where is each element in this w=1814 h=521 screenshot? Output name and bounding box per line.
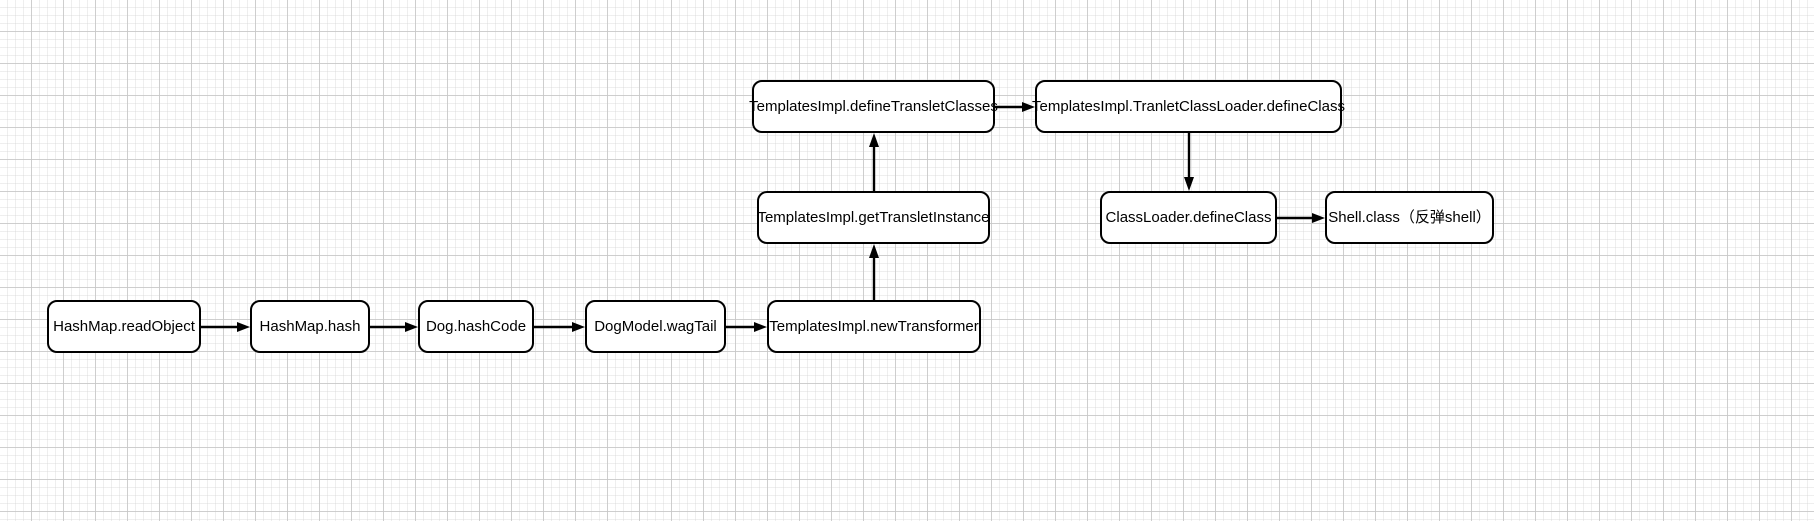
- node-label: Dog.hashCode: [425, 317, 527, 335]
- node-label: Shell.class（反弹shell）: [1328, 208, 1491, 226]
- node-label: ClassLoader.defineClass: [1105, 208, 1272, 226]
- node-label: HashMap.readObject: [53, 317, 195, 335]
- node-label: TemplatesImpl.getTransletInstance: [757, 208, 990, 226]
- node-templatesimpl-gettransletinstance[interactable]: TemplatesImpl.getTransletInstance: [757, 191, 990, 244]
- node-label: HashMap.hash: [259, 317, 361, 335]
- node-templatesimpl-tranletclassloader-defineclass[interactable]: TemplatesImpl.TranletClassLoader.defineC…: [1032, 80, 1345, 133]
- edge-dog-hashcode-to-dogmodel-wagtail: [534, 321, 585, 332]
- edge-tranletclassloader-defineclass-to-classloader-defineclass: [1184, 133, 1194, 191]
- node-dogmodel-wagtail[interactable]: DogModel.wagTail: [585, 300, 726, 353]
- node-dog-hashcode[interactable]: Dog.hashCode: [418, 300, 534, 353]
- node-hashmap-hash[interactable]: HashMap.hash: [250, 300, 370, 353]
- node-label: TemplatesImpl.newTransformer: [769, 317, 979, 335]
- node-classloader-defineclass[interactable]: ClassLoader.defineClass: [1100, 191, 1277, 244]
- edge-hashmap-readobject-to-hashmap-hash: [201, 321, 250, 332]
- edge-classloader-defineclass-to-shell-class: [1277, 212, 1325, 223]
- edge-dogmodel-wagtail-to-templatesimpl-newtransformer: [726, 321, 767, 332]
- edge-templatesimpl-definetransletclasses-to-tranletclassloader-defineclass: [995, 101, 1035, 112]
- node-templatesimpl-newtransformer[interactable]: TemplatesImpl.newTransformer: [767, 300, 981, 353]
- node-hashmap-readobject[interactable]: HashMap.readObject: [47, 300, 201, 353]
- edge-templatesimpl-gettransletinstance-to-templatesimpl-definetransletclasses: [869, 133, 879, 191]
- node-label: DogModel.wagTail: [594, 317, 717, 335]
- node-label: TemplatesImpl.defineTransletClasses: [749, 97, 998, 115]
- node-templatesimpl-definetransletclasses[interactable]: TemplatesImpl.defineTransletClasses: [749, 80, 998, 133]
- edge-templatesimpl-newtransformer-to-templatesimpl-gettransletinstance: [869, 244, 879, 300]
- edge-hashmap-hash-to-dog-hashcode: [370, 321, 418, 332]
- node-label: TemplatesImpl.TranletClassLoader.defineC…: [1032, 97, 1345, 115]
- node-shell-class[interactable]: Shell.class（反弹shell）: [1325, 191, 1494, 244]
